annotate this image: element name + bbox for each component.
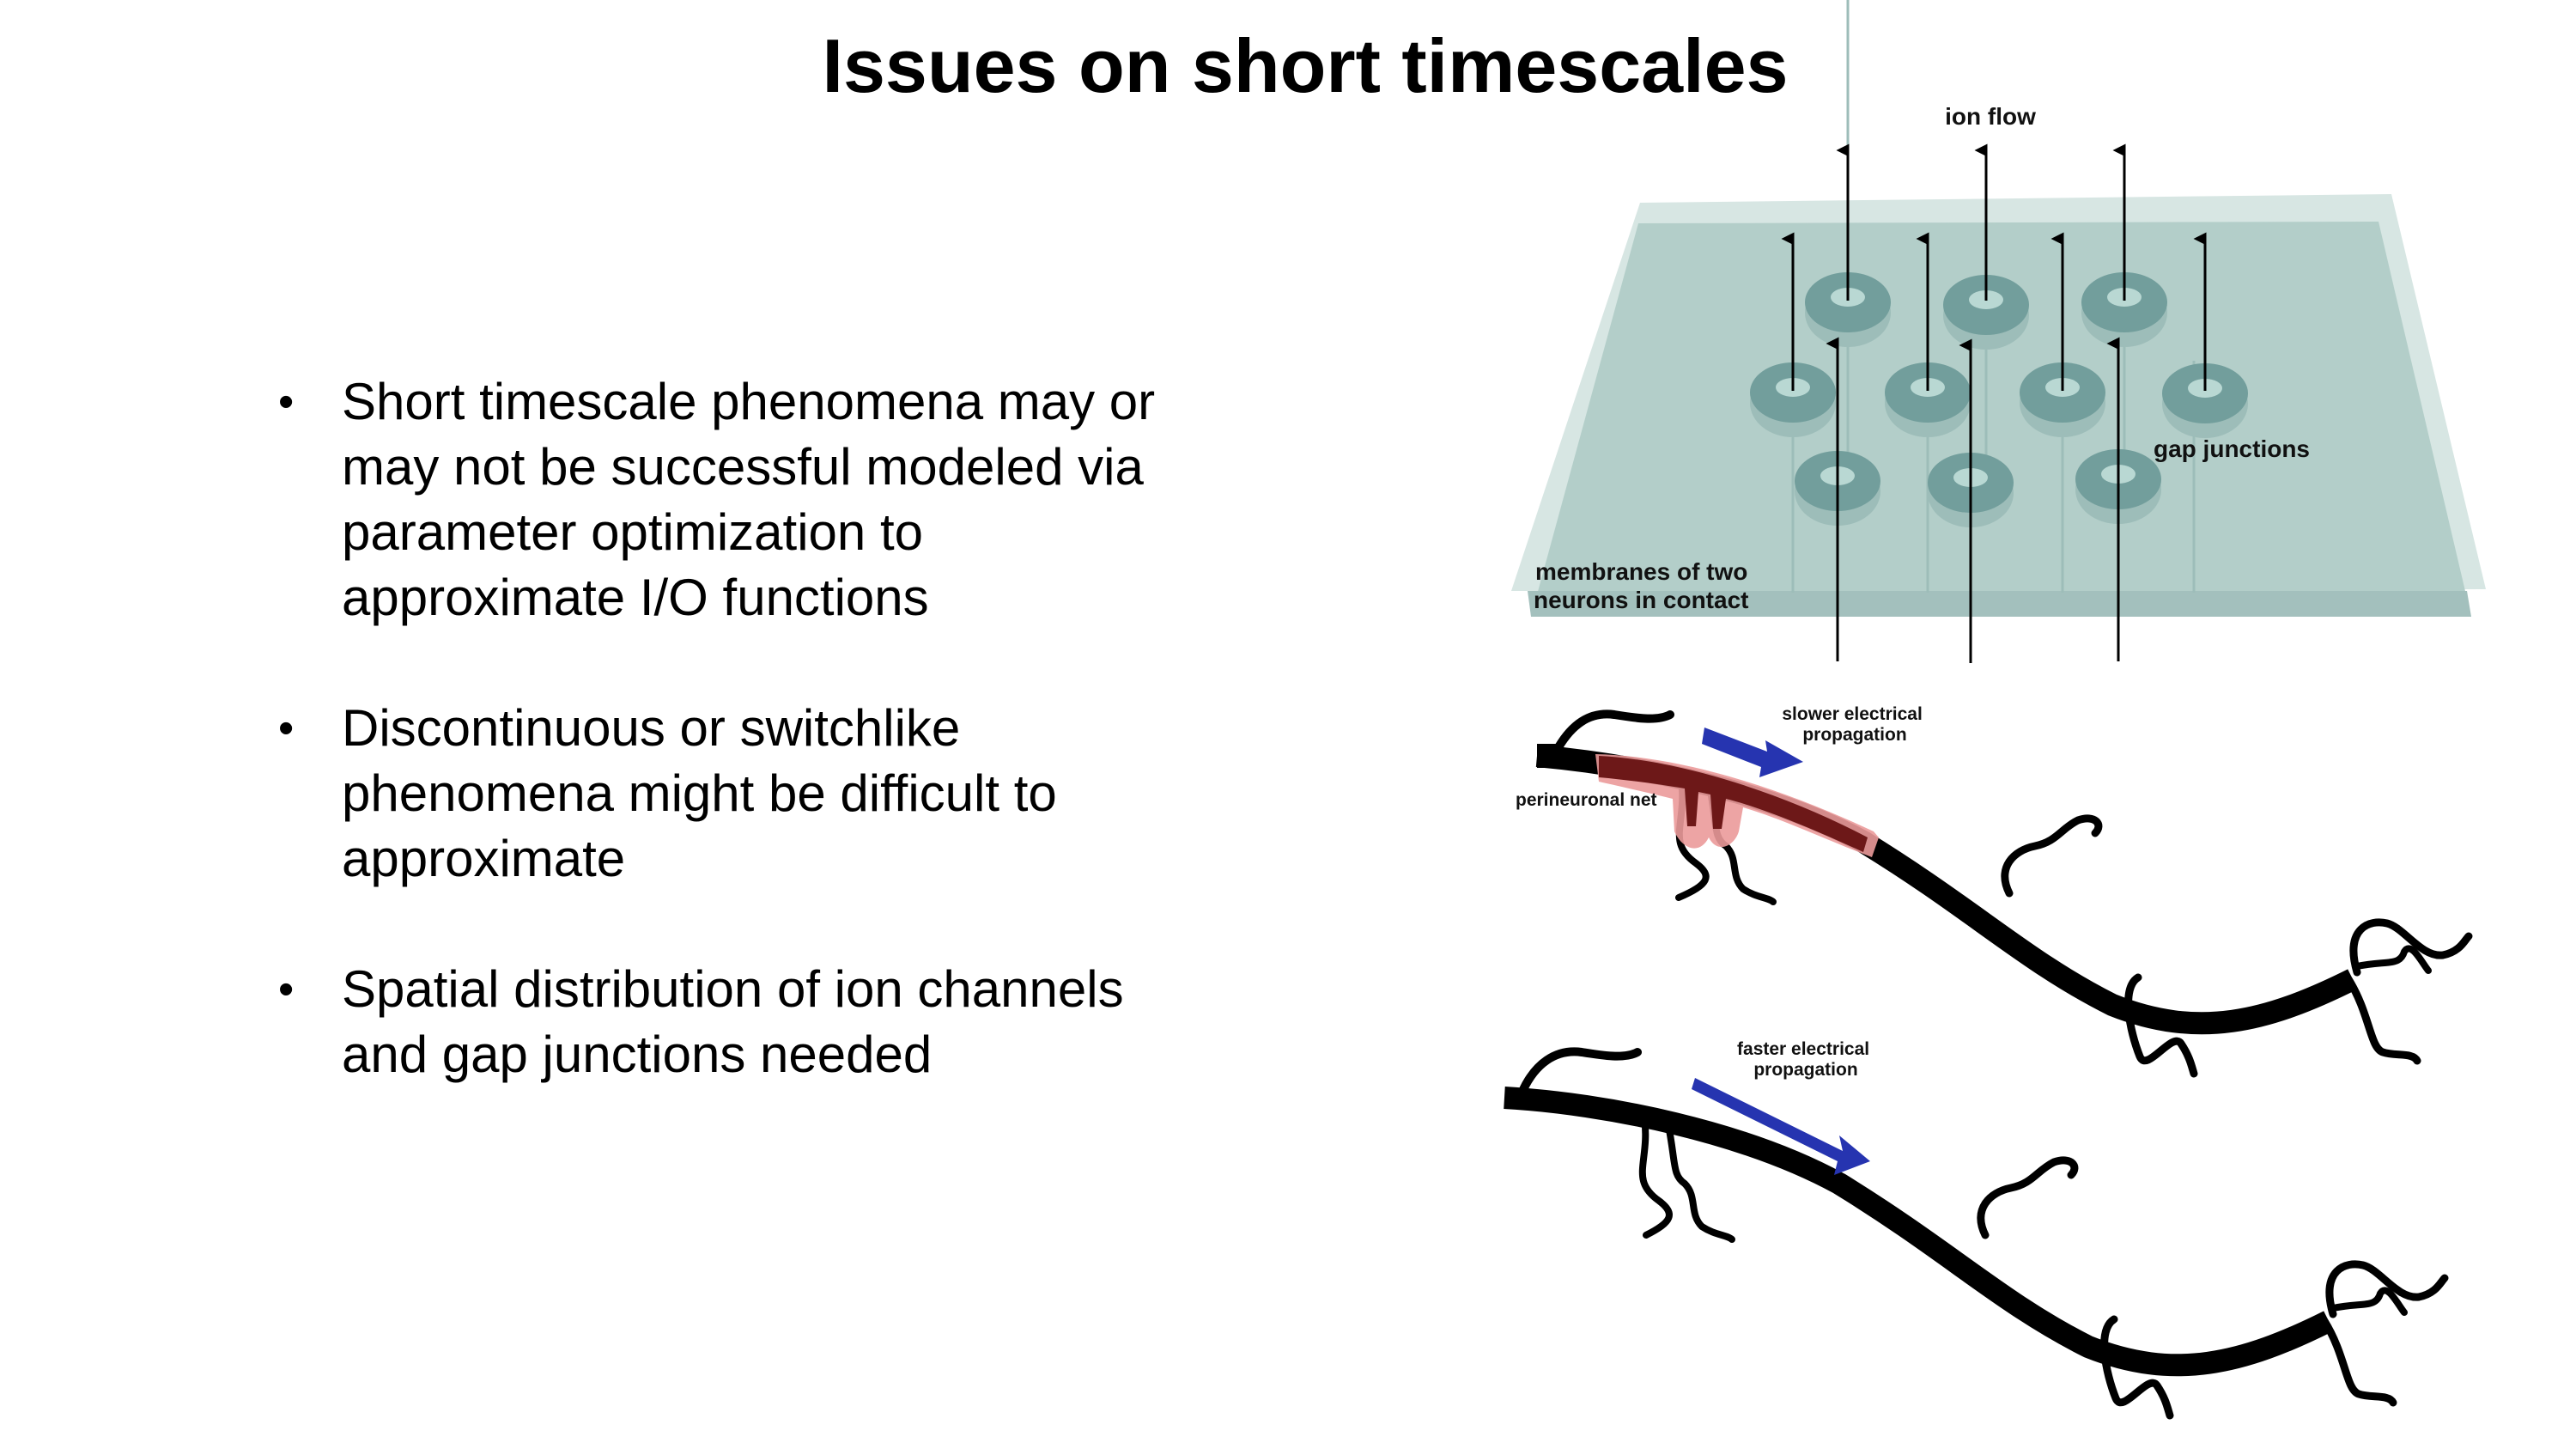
bullet-line: Spatial distribution of ion channels <box>342 960 1124 1018</box>
membranes-label: membranes of two neurons in contact <box>1534 558 1754 613</box>
perineuronal-net <box>1599 756 1868 852</box>
bullet-line: may not be successful modeled via <box>342 438 1144 496</box>
gap-junction <box>1885 362 1971 437</box>
axon <box>1504 1087 2334 1377</box>
propagation-label-line: propagation <box>1802 725 1906 745</box>
neuron-top: slower electrical propagation perineuron… <box>1516 704 2473 1078</box>
dendrite <box>2001 814 2103 898</box>
dendrite <box>2320 1317 2397 1407</box>
dendrite <box>2330 1287 2408 1316</box>
gap-junction <box>2020 362 2105 437</box>
bullet-line: parameter optimization to <box>342 503 923 561</box>
dendrite <box>2354 945 2432 974</box>
membranes-label-line: neurons in contact <box>1534 587 1748 613</box>
propagation-label-line: slower electrical <box>1782 704 1922 724</box>
bullet-line: and gap junctions needed <box>342 1026 933 1083</box>
membrane-edge <box>1528 591 2471 617</box>
bullet-line: Short timescale phenomena may or <box>342 373 1156 430</box>
propagation-label: faster electrical propagation <box>1737 1039 1874 1080</box>
dendrite <box>2124 973 2198 1078</box>
gap-junction <box>2081 272 2167 347</box>
axon <box>1535 745 2358 1035</box>
bullet-icon: • <box>278 377 295 427</box>
dendrite <box>1977 1156 2079 1239</box>
bullet-item: • Short timescale phenomena may or may n… <box>275 369 1254 630</box>
gap-junction <box>1943 275 2029 350</box>
perineuronal-net-label: perineuronal net <box>1516 790 1657 810</box>
dendrite <box>1554 709 1674 752</box>
ion-flow-arrows <box>1781 143 2207 663</box>
dendrite <box>1517 1047 1642 1098</box>
neuron-bottom <box>1504 1047 2449 1420</box>
gap-junction <box>2162 363 2248 438</box>
dendrite <box>2100 1315 2174 1420</box>
dendrite <box>1638 1114 1673 1239</box>
ion-flow-label: ion flow <box>1945 103 2036 130</box>
propagation-label: slower electrical propagation <box>1782 704 1927 745</box>
gap-junction <box>1750 362 1836 437</box>
membrane-diagram: ion flow gap junctions membranes of two … <box>1511 0 2486 663</box>
bullet-icon: • <box>278 965 295 1014</box>
propagation-arrow <box>1702 728 1803 777</box>
membranes-label-line: membranes of two <box>1535 558 1747 585</box>
bullet-list: • Short timescale phenomena may or may n… <box>275 369 1254 1153</box>
bullet-line: approximate I/O functions <box>342 569 929 626</box>
gap-junctions <box>1750 272 2248 527</box>
propagation-arrow <box>1692 1078 1870 1175</box>
dendrite <box>1664 1117 1735 1243</box>
propagation-label-line: propagation <box>1753 1060 1857 1080</box>
gap-junctions-label: gap junctions <box>2154 435 2310 462</box>
bullet-item: • Spatial distribution of ion channels a… <box>275 957 1254 1087</box>
dendrite <box>2344 975 2421 1065</box>
propagation-label-line: faster electrical <box>1737 1039 1869 1059</box>
membrane-front <box>1531 222 2471 617</box>
dendrite <box>2325 1260 2449 1318</box>
dendrite <box>2349 918 2473 977</box>
bullet-line: Discontinuous or switchlike <box>342 699 961 757</box>
bullet-item: • Discontinuous or switchlike phenomena … <box>275 696 1254 892</box>
bullet-icon: • <box>278 703 295 753</box>
soma-stub <box>1537 744 1563 768</box>
bullet-line: approximate <box>342 830 626 887</box>
slide-title: Issues on short timescales <box>822 23 1789 108</box>
bullet-line: phenomena might be difficult to <box>342 764 1057 822</box>
